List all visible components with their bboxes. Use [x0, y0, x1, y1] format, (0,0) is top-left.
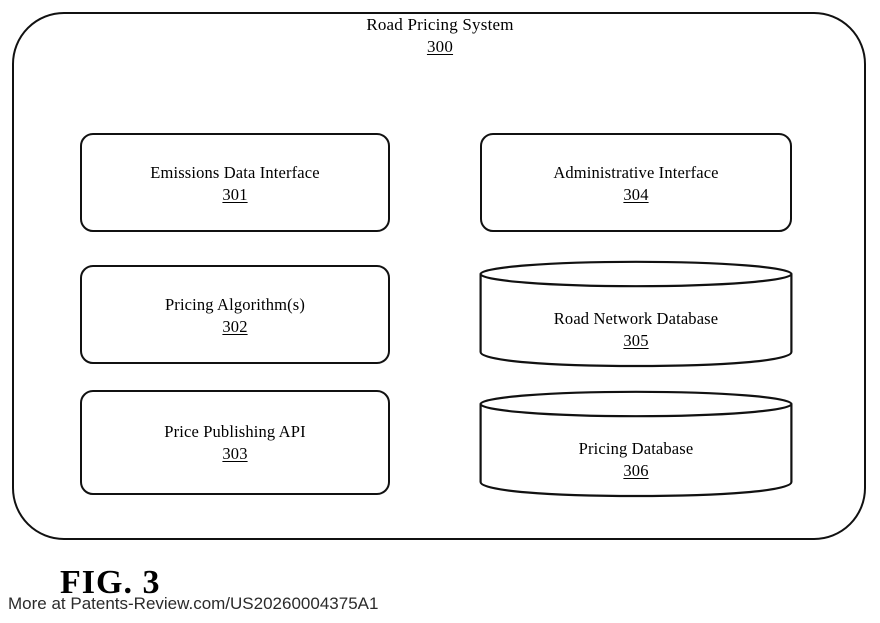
- component-name-303: Price Publishing API: [164, 422, 306, 441]
- component-name-302: Pricing Algorithm(s): [164, 295, 306, 314]
- component-label-306: Pricing Database 306: [478, 438, 794, 483]
- component-reference-numeral-301: 301: [222, 185, 248, 205]
- component-name-305: Road Network Database: [553, 309, 719, 328]
- component-label-303: Price Publishing API 303: [82, 421, 388, 466]
- figure-caption: FIG. 3: [60, 564, 161, 601]
- component-name-301: Emissions Data Interface: [150, 163, 320, 182]
- component-administrative-interface: Administrative Interface 304: [480, 133, 792, 232]
- component-pricing-database: Pricing Database 306: [478, 390, 794, 498]
- source-watermark: More at Patents-Review.com/US20260004375…: [8, 594, 379, 613]
- component-label-304: Administrative Interface 304: [482, 162, 790, 207]
- component-emissions-data-interface: Emissions Data Interface 301: [80, 133, 390, 232]
- system-title-text: Road Pricing System: [366, 15, 514, 34]
- component-reference-numeral-303: 303: [222, 444, 248, 464]
- component-label-301: Emissions Data Interface 301: [82, 162, 388, 207]
- component-reference-numeral-306: 306: [623, 461, 649, 481]
- system-reference-numeral: 300: [426, 37, 454, 57]
- component-reference-numeral-304: 304: [623, 185, 649, 205]
- component-name-306: Pricing Database: [578, 439, 694, 458]
- component-pricing-algorithms: Pricing Algorithm(s) 302: [80, 265, 390, 364]
- component-label-305: Road Network Database 305: [478, 308, 794, 353]
- database-cylinder-icon: [479, 260, 793, 368]
- component-reference-numeral-305: 305: [623, 331, 649, 351]
- component-road-network-database: Road Network Database 305: [478, 260, 794, 368]
- component-name-304: Administrative Interface: [553, 163, 719, 182]
- component-reference-numeral-302: 302: [222, 317, 248, 337]
- system-title: Road Pricing System 300: [0, 14, 880, 59]
- database-cylinder-icon: [479, 390, 793, 498]
- component-label-302: Pricing Algorithm(s) 302: [82, 294, 388, 339]
- component-price-publishing-api: Price Publishing API 303: [80, 390, 390, 495]
